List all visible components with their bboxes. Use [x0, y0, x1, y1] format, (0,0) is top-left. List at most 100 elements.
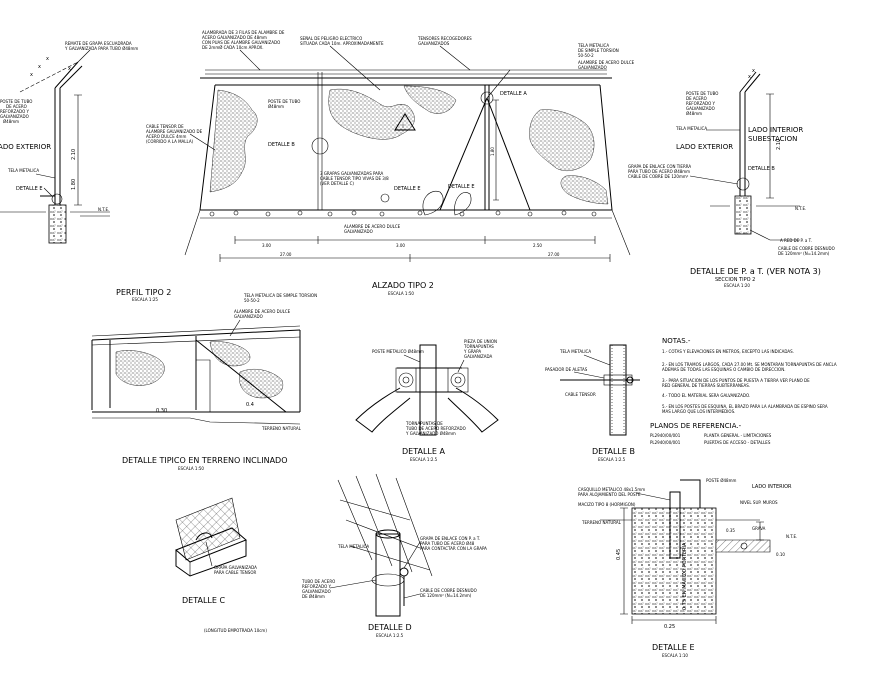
- label-poste: POSTE DE TUBO: [686, 91, 718, 96]
- title-detalle-a: DETALLE A: [402, 447, 445, 456]
- label-tensores: TENSORES RECOGEDORES: [417, 36, 472, 41]
- label-cable-cobre-2: DE 120mm² (N=14.2mm): [778, 251, 830, 256]
- subtitle-detalle-pt: SECCION TIPO 2: [715, 277, 755, 283]
- barbed-x-3: x: [46, 56, 49, 62]
- detalle-d: GRAPA DE ENLACE CON P. a T. PARA TUBO DE…: [301, 473, 487, 638]
- mesh-stipple: [115, 350, 165, 386]
- ref-code: PL2940/00/001: [650, 433, 681, 438]
- label-acero: DE ACERO: [6, 104, 27, 109]
- detalle-pt: x x 2.10 N.T.E. POSTE DE TUBO DE ACERO R…: [628, 68, 835, 288]
- dim-label: 2.50: [533, 243, 542, 248]
- label-lado-interior: LADO INTERIOR: [748, 126, 803, 134]
- label-terreno-natural-e: TERRENO NATURAL: [581, 520, 622, 525]
- label-galvanizado: GALVANIZADO: [0, 114, 29, 119]
- label-detalle-e: DETALLE E: [448, 184, 475, 190]
- label-lado-exterior: LADO EXTERIOR: [676, 143, 733, 151]
- bolt-left: [398, 372, 414, 388]
- label-diam: Ø48mm: [686, 111, 702, 116]
- label-poste-metalico: POSTE METALICO Ø48mm: [372, 349, 424, 354]
- detalle-a-marker: [311, 137, 329, 155]
- ref-code: PL2940/00/001: [650, 440, 681, 445]
- warning-triangle-icon: [394, 113, 416, 131]
- ref-desc: PUERTAS DE ACCESO - DETALLES: [704, 440, 771, 445]
- post: [375, 533, 401, 617]
- label-hormigon: 0.75 EN MACIZO PORTERIA: [682, 542, 688, 610]
- label-alambre-dulce: ALAMBRE DE ACERO DULCE: [578, 60, 635, 65]
- dim-label: 3.00: [262, 243, 271, 248]
- label-a-red: A RED DE P. a T.: [780, 238, 812, 243]
- label-casquillo-2: PARA ALOJAMIENTO DEL POSTE: [578, 492, 641, 497]
- label-cable-tensor-4: (CORRIDO A LA MALLA): [146, 139, 194, 144]
- barbed-x: x: [748, 74, 751, 80]
- label-tensores-2: GALVANIZADOS: [418, 41, 450, 46]
- warning-mark: !: [402, 124, 404, 130]
- label-diam: Ø48mm: [3, 119, 19, 124]
- label-pieza-union: PIEZA DE UNION: [464, 339, 497, 344]
- label-detalle-e: DETALLE E: [394, 186, 421, 192]
- label-detalle-e: DETALLE E: [16, 186, 43, 192]
- scale-perfil-tipo-2: ESCALA 1:25: [132, 297, 158, 302]
- dim-label: 0.10: [776, 552, 785, 557]
- label-tubo-acero-2: REFORZADO Y: [302, 584, 332, 589]
- note-line: 1.- COTAS Y ELEVACIONES EN METROS, EXCEP…: [662, 349, 794, 354]
- dim-label: 2.10: [776, 139, 782, 150]
- dim-label: 0.30: [156, 408, 167, 414]
- label-grapa-galv: GRAPA GALVANIZADA: [214, 565, 257, 570]
- detalle-c: GRAPA GALVANIZADA PARA CABLE TENSOR DETA…: [175, 497, 267, 633]
- nte-label-e: N.T.E.: [786, 534, 797, 539]
- perfil-tipo-2: x x x x 2.10 1.80 N.T.E. REMATE DE GRAPA…: [0, 41, 138, 244]
- title-detalle-b: DETALLE B: [592, 447, 635, 456]
- label-cable-tensor-2: ALAMBRE GALVANIZADO DE: [146, 129, 203, 134]
- label-alambre-dulce-2: GALVANIZADO: [578, 65, 607, 70]
- label-detalle-b: DETALLE B: [268, 142, 295, 148]
- label-subestacion: SUBESTACION: [748, 135, 797, 143]
- dim-label: 0.4: [246, 402, 254, 408]
- label-grapas-2: CABLE TENSOR TIPO VIVAS DE 3/8: [320, 176, 389, 181]
- label-tornapuntas: TORNAPUNTAS DE: [405, 421, 443, 426]
- mesh-stipple: [209, 89, 258, 193]
- scale-detalle-d: ESCALA 1:2.5: [376, 633, 404, 638]
- dim-label: 0.35: [726, 528, 735, 533]
- title-detalle-d: DETALLE D: [368, 623, 412, 632]
- note-line: 4.- TODO EL MATERIAL SERA GALVANIZADO.: [662, 393, 750, 398]
- label-reforzado: REFORZADO Y: [0, 109, 30, 114]
- dim-label: 0.25: [664, 624, 675, 630]
- mesh-stipple: [403, 85, 457, 114]
- nte-label: N.T.E.: [795, 206, 806, 211]
- label-cable-cobre-d: CABLE DE COBRE DESNUDO: [420, 588, 477, 593]
- dim-label: 1.80: [490, 147, 495, 156]
- label-alambrada: ALAMBRADA DE 3 FILAS DE ALAMBRE DE: [202, 30, 285, 35]
- dim-label: 2.10: [71, 149, 77, 160]
- label-cable-cobre-d-2: DE 120mm² (N=14.2mm): [420, 593, 472, 598]
- nte-label: N.T.E.: [98, 207, 109, 212]
- label-poste: POSTE DE TUBO: [0, 99, 32, 104]
- label-lado-interior-e: LADO INTERIOR: [752, 484, 792, 490]
- label-tubo-acero: TUBO DE ACERO: [301, 579, 335, 584]
- notes-heading: NOTAS.-: [662, 337, 691, 345]
- notes-block: NOTAS.- 1.- COTAS Y ELEVACIONES EN METRO…: [650, 337, 837, 445]
- title-alzado-tipo-2: ALZADO TIPO 2: [372, 281, 434, 290]
- label-cable-tensor: CABLE TENSOR DE: [146, 124, 184, 129]
- scale-detalle-e: ESCALA 1:10: [662, 653, 688, 658]
- label-tubo-acero-3: GALVANIZADO: [302, 589, 331, 594]
- label-pasador: PASADOR DE ALETAS: [545, 367, 588, 372]
- title-perfil-tipo-2: PERFIL TIPO 2: [116, 288, 171, 297]
- label-grapa-tierra: GRAPA DE ENLACE CON TIERRA: [628, 164, 691, 169]
- label-tela-metalica-d: TELA METALICA: [337, 544, 369, 549]
- label-senal-2: SITUADA CADA 10m. APROXIMADAMENTE: [300, 41, 384, 46]
- label-galvanizado: GALVANIZADO: [686, 106, 715, 111]
- title-detalle-e: DETALLE E: [652, 643, 695, 652]
- mesh-stipple: [328, 88, 415, 140]
- label-tela-simple-2: DE SIMPLE TORSION: [578, 48, 619, 53]
- scale-detalle-pt: ESCALA 1:20: [724, 283, 750, 288]
- ground-stones: [209, 210, 597, 217]
- title-detalle-terreno: DETALLE TIPICO EN TERRENO INCLINADO: [122, 456, 288, 465]
- scale-detalle-terreno: ESCALA 1:50: [178, 466, 204, 471]
- note-line: 2.- EN LOS TRAMOS LARGOS, CADA 27.00 Mt.…: [662, 362, 837, 367]
- refs-heading: PLANOS DE REFERENCIA.-: [650, 422, 742, 430]
- label-alambrada-2: ACERO GALVANIZADO DE 48mm: [202, 35, 267, 40]
- concrete-footing: [48, 204, 67, 244]
- dim-label: 27.00: [548, 252, 560, 257]
- post: [419, 344, 437, 436]
